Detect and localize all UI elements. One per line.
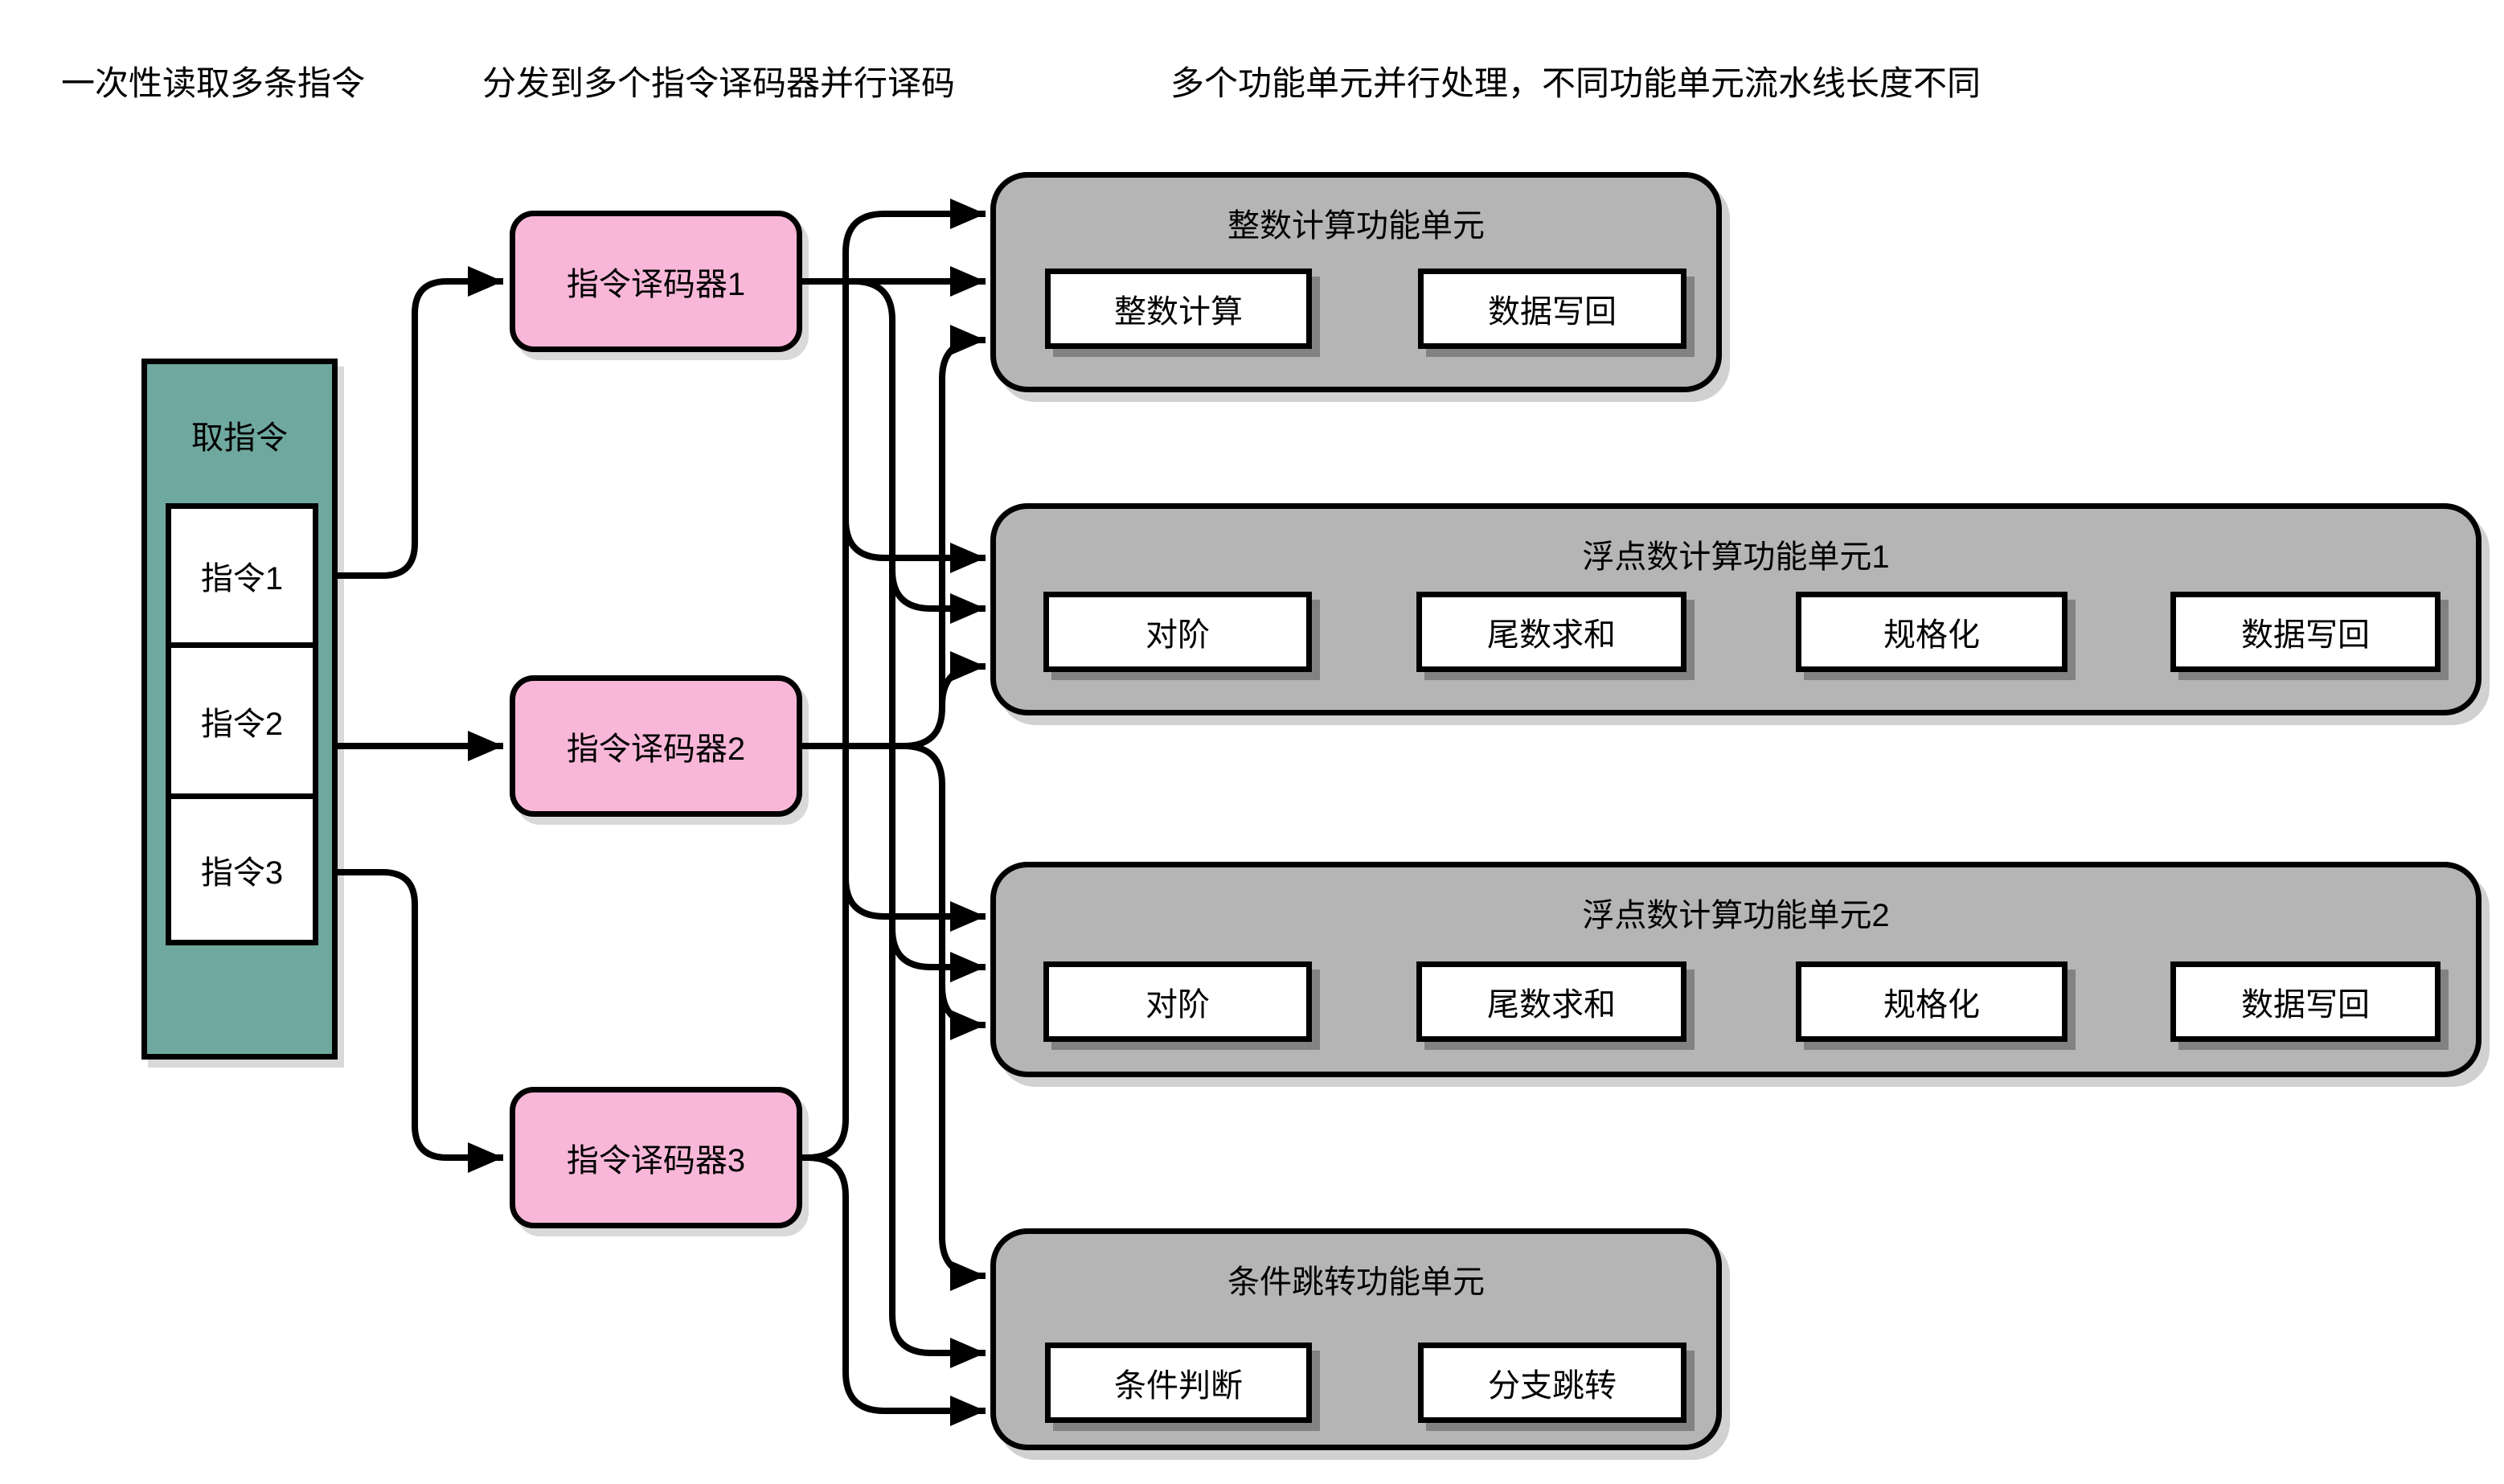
stage-integer-writeback: 数据写回 — [1418, 269, 1686, 349]
stage-branch-condition: 条件判断 — [1045, 1343, 1312, 1423]
wire-decoder1-trunkB-unit4 — [853, 278, 986, 1368]
decoder-2-box: 指令译码器2 — [510, 675, 802, 817]
wire-decoder2-trunkC-unit4 — [903, 743, 986, 1291]
stage-f2-mantissa-sum: 尾数求和 — [1416, 961, 1686, 1042]
annotation-execute: 多个功能单元并行处理，不同功能单元流水线长度不同 — [1170, 64, 1981, 102]
wire-trunkB-unit3 — [889, 928, 986, 982]
stage-f1-writeback: 数据写回 — [2170, 592, 2440, 672]
annotation-fetch: 一次性读取多条指令 — [61, 64, 366, 102]
unit-integer-title: 整数计算功能单元 — [1227, 208, 1485, 244]
stage-f1-align: 对阶 — [1043, 592, 1312, 672]
instruction-1-box: 指令1 — [166, 503, 318, 648]
fetch-block-title: 取指令 — [191, 420, 288, 456]
stage-f1-mantissa-sum: 尾数求和 — [1416, 592, 1686, 672]
wire-trunkC-unit3 — [939, 986, 986, 1040]
wire-trunkA-unit2 — [842, 519, 986, 573]
stage-f2-align: 对阶 — [1043, 961, 1312, 1042]
unit-float2-title: 浮点数计算功能单元2 — [1582, 898, 1890, 933]
wire-trunkA-unit3 — [842, 877, 986, 932]
wire-decoder2-trunkC-unit1 — [802, 325, 986, 749]
wire-instr3-decoder3 — [318, 869, 503, 1173]
wire-trunkB-unit2 — [889, 569, 986, 624]
stage-f2-normalize: 规格化 — [1796, 961, 2068, 1042]
annotation-dispatch: 分发到多个指令译码器并行译码 — [482, 64, 956, 102]
wire-decoder3-trunkA-unit4 — [806, 1154, 986, 1426]
decoder-3-box: 指令译码器3 — [510, 1087, 802, 1228]
decoder-1-box: 指令译码器1 — [510, 211, 802, 352]
wire-instr1-decoder1 — [318, 266, 503, 579]
instruction-3-box: 指令3 — [166, 793, 318, 945]
wire-decoder3-trunkA-unit1 — [802, 199, 986, 1161]
stage-branch-jump: 分支跳转 — [1418, 1343, 1686, 1423]
stage-f1-normalize: 规格化 — [1796, 592, 2068, 672]
unit-branch-title: 条件跳转功能单元 — [1227, 1265, 1485, 1300]
stage-integer-calc: 整数计算 — [1045, 269, 1312, 349]
stage-f2-writeback: 数据写回 — [2170, 961, 2440, 1042]
instruction-2-box: 指令2 — [166, 642, 318, 799]
wire-trunkC-unit2 — [939, 651, 986, 706]
unit-float1-title: 浮点数计算功能单元1 — [1582, 539, 1890, 575]
